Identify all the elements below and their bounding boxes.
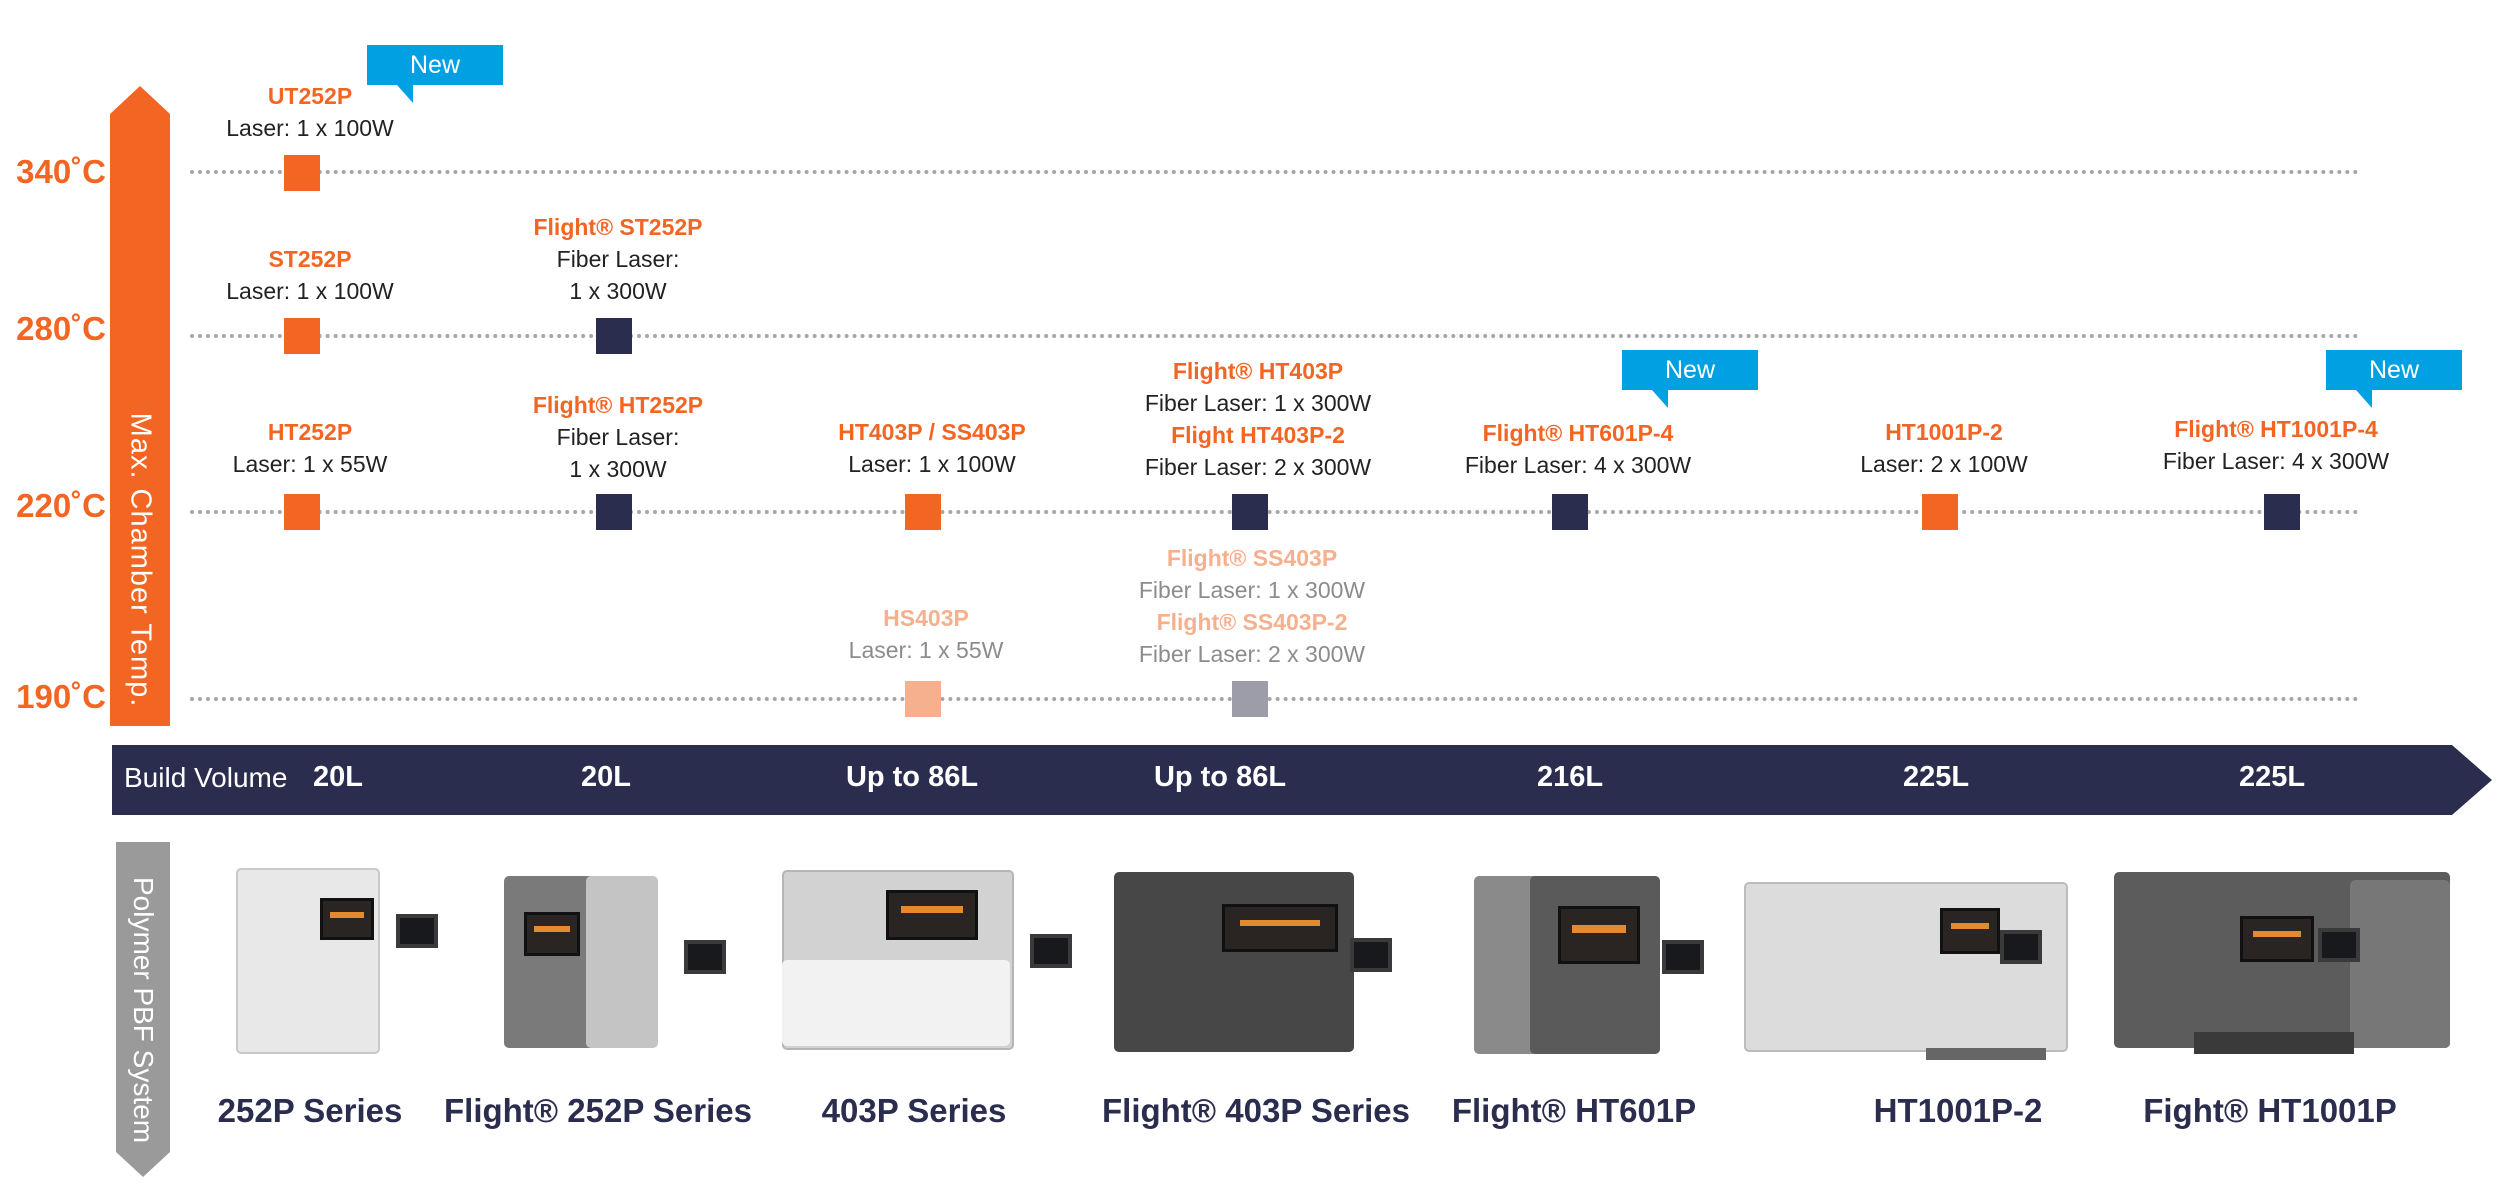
marker-hs403p [905,681,941,717]
gridline-340 [190,170,2360,174]
machine-label-ht403p-ss403p: HT403P / SS403P Laser: 1 x 100W [838,419,1026,477]
temp-label-340: 340˚C [16,153,106,190]
series-flight-403p: Flight® 403P Series [1101,1092,1411,1129]
machine-image-flight-403p [1114,872,1394,1062]
build-volume-band [112,745,2492,815]
machine-label-flight-st252p: Flight® ST252P Fiber Laser: 1 x 300W [533,214,703,304]
gridline-280 [190,334,2360,338]
temperature-axis-arrow [110,86,170,726]
marker-flight-ht1001p-4 [2264,494,2300,530]
system-axis-label: Polymer PBF System [128,876,159,1144]
machine-label-flight-ht601p-4: Flight® HT601P-4 Fiber Laser: 4 x 300W [1464,420,1692,478]
marker-st252p [284,318,320,354]
machine-image-252p [236,868,438,1058]
temperature-axis-label: Max. Chamber Temp. [124,412,157,708]
build-volume-flight-403p: Up to 86L [1153,761,1287,793]
new-badge-ht1001p-4: New [2326,350,2462,408]
machine-image-403p [782,870,1082,1060]
machine-label-flight-ht252p: Flight® HT252P Fiber Laser: 1 x 300W [532,392,704,482]
series-ht1001p-2: HT1001P-2 [1873,1092,2043,1129]
marker-flight-ht601p-4 [1552,494,1588,530]
new-badge-ut252p: New [367,45,503,103]
marker-flight-ss403p [1232,681,1268,717]
machine-image-flight-252p [504,876,734,1056]
marker-flight-ht252p [596,494,632,530]
series-flight-252p: Flight® 252P Series [443,1092,753,1129]
machine-label-flight-ss403p: Flight® SS403P Fiber Laser: 1 x 300W Fli… [1138,545,1366,667]
series-403p: 403P Series [821,1092,1007,1129]
gridline-190 [190,697,2360,701]
marker-ht252p [284,494,320,530]
build-volume-403p: Up to 86L [845,761,979,793]
build-volume-ht601p: 216L [1536,761,1604,793]
temp-label-190: 190˚C [16,678,106,715]
machine-image-ht1001p-2 [1744,872,2076,1062]
series-252p: 252P Series [217,1092,403,1129]
marker-flight-st252p [596,318,632,354]
machine-label-flight-ht1001p-4: Flight® HT1001P-4 Fiber Laser: 4 x 300W [2162,416,2390,474]
build-volume-ht1001p-2: 225L [1902,761,1970,793]
temp-label-220: 220˚C [16,487,106,524]
build-volume-flight-ht1001p: 225L [2238,761,2306,793]
series-flight-ht601p: Flight® HT601P [1451,1092,1697,1129]
build-volume-title: Build Volume [124,762,288,793]
marker-ut252p [284,155,320,191]
machine-label-ut252p: UT252P Laser: 1 x 100W [226,83,394,141]
machine-label-st252p: ST252P Laser: 1 x 100W [226,246,394,304]
gridline-220 [190,510,2360,514]
system-axis-arrow [116,842,170,1177]
machine-label-ht252p: HT252P Laser: 1 x 55W [232,419,388,477]
machine-label-ht1001p-2: HT1001P-2 Laser: 2 x 100W [1860,419,2028,477]
series-flight-ht1001p: Fight® HT1001P [2143,1092,2397,1129]
machine-label-flight-ht403p: Flight® HT403P Fiber Laser: 1 x 300W Fli… [1144,358,1372,480]
marker-ht1001p-2 [1922,494,1958,530]
machine-label-hs403p: HS403P Laser: 1 x 55W [848,605,1004,663]
temp-label-280: 280˚C [16,310,106,347]
build-volume-flight-252p: 20L [581,761,631,793]
marker-flight-ht403p [1232,494,1268,530]
machine-image-ht601p [1474,856,1704,1062]
marker-ht403p-ss403p [905,494,941,530]
new-badge-ht601p-4: New [1622,350,1758,408]
build-volume-252p: 20L [313,761,363,793]
machine-image-flight-ht1001p [2114,872,2454,1062]
